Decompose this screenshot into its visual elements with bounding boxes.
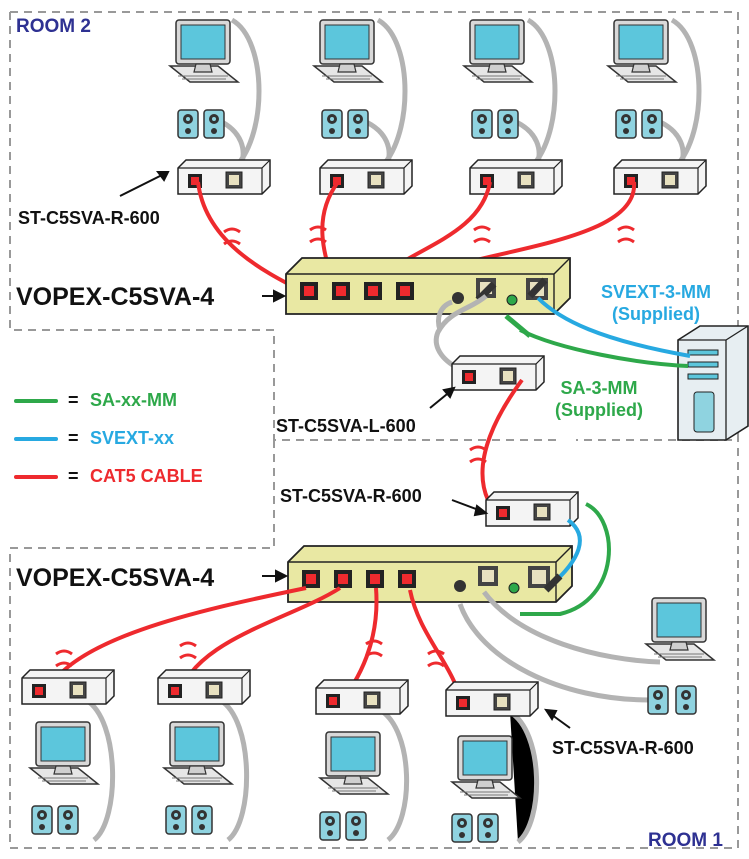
room1-station-4 [445,681,540,844]
room2-station-3 [463,17,563,195]
cat5-local-to-receiver [480,378,524,501]
receiver-top-label: ST-C5SVA-R-600 [18,208,160,228]
legend-text: SVEXT-xx [90,428,175,448]
sa-supplied-label: (Supplied) [555,400,643,420]
sa-cable-label: SA-3-MM [560,378,638,398]
legend-item-svext: = SVEXT-xx [14,428,254,450]
legend-text: CAT5 CABLE [90,466,203,486]
legend-item-cat5: = CAT5 CABLE [14,466,254,488]
local-unit-label: ST-C5SVA-L-600 [276,416,416,436]
receiver-mid-label: ST-C5SVA-R-600 [280,486,422,506]
room2-station-2 [313,17,413,195]
legend-swatch [14,437,58,441]
sa-cable-bottom [520,502,611,616]
room1-station-3 [315,679,410,842]
legend-swatch [14,399,58,403]
receiver-bottom-label: ST-C5SVA-R-600 [552,738,694,758]
room-1-label: ROOM 1 [648,830,723,851]
svext-cable-top [536,296,691,358]
room1-station-2 [157,669,251,842]
legend-item-sa: = SA-xx-MM [14,390,254,412]
legend-text: SA-xx-MM [90,390,178,410]
room-2-label: ROOM 2 [16,16,91,37]
switch-top-label: VOPEX-C5SVA-4 [16,283,215,311]
room-1-border [9,440,739,849]
room1-station-1 [21,669,115,842]
switch-bottom-label: VOPEX-C5SVA-4 [16,564,215,592]
room-2-border [9,11,739,441]
pc-tower [677,325,749,441]
room2-station-1 [169,17,271,195]
legend-equals: = [68,466,79,486]
legend-equals: = [68,390,79,410]
room1-local-station [457,590,715,715]
room2-station-4 [607,17,707,195]
svext-cable-label: SVEXT-3-MM [600,282,711,302]
svext-supplied-label: (Supplied) [612,304,700,324]
room1-link-receiver [485,491,579,527]
legend-equals: = [68,428,79,448]
top-switch [285,257,571,315]
legend-swatch [14,475,58,479]
sa-cable-top [519,328,689,368]
